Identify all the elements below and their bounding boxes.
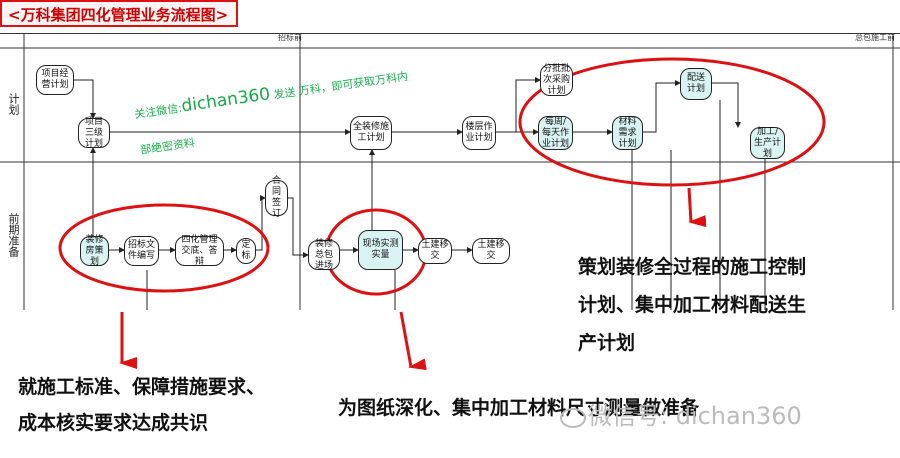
node-four-mod-briefing: 四化管理交底、答辩	[175, 235, 224, 267]
page-title: <万科集团四化管理业务流程图>	[0, 0, 239, 27]
top-border	[0, 33, 900, 34]
lane-label-plan: 计划	[7, 93, 20, 115]
node-civil-handover: 土建移交	[418, 238, 452, 264]
node-contract-signing: 合同签订	[265, 176, 288, 219]
node-civil-transfer: 土建移交	[472, 238, 510, 264]
node-project-business-plan: 项目经营计划	[36, 65, 74, 95]
note-right: 策划装修全过程的施工控制 计划、集中加工材料配送生 产计划	[578, 252, 806, 358]
note-middle: 为图纸深化、集中加工材料尺寸测量做准备	[338, 397, 700, 419]
node-floor-work-plan: 楼层作业计划	[462, 116, 496, 150]
node-bid-document: 招标文件编写	[124, 236, 159, 266]
lane-label-prep: 前期准备	[7, 213, 20, 257]
node-three-level-plan: 项目三级计划	[78, 117, 110, 149]
wechat-watermark: 微信号: dichan360	[588, 402, 802, 430]
node-processing-plan: 加工/生产计划	[750, 127, 785, 159]
node-batch-purchase-plan: 分批批次采购计划	[540, 64, 573, 96]
node-material-demand-plan: 材料需求计划	[612, 116, 643, 150]
node-decor-planning: 装修房策划	[80, 235, 109, 267]
note-right-line: 计划、集中加工材料配送生	[578, 294, 807, 316]
node-award: 定标	[236, 238, 256, 264]
note-left: 就施工标准、保障措施要求、 成本核实要求达成共识	[18, 372, 265, 438]
node-weekly-daily-plan: 每周/每天作业计划	[538, 116, 573, 150]
node-decor-contractor-entry: 装修总包进场	[308, 239, 340, 271]
note-left-line: 成本核实要求达成共识	[18, 412, 209, 434]
node-full-decor-plan: 全装修施工计划	[350, 116, 392, 150]
node-delivery-plan: 配送计划	[680, 68, 712, 100]
note-right-line: 产计划	[578, 332, 636, 354]
note-left-line: 就施工标准、保障措施要求、	[18, 376, 266, 398]
milestone-label-bid: 招标前	[278, 33, 302, 42]
note-right-line: 策划装修全过程的施工控制	[578, 256, 807, 278]
wechat-icon	[560, 408, 586, 428]
milestone-label-construction: 总包施工前	[855, 33, 895, 42]
node-site-measurement: 现场实测实量	[358, 230, 403, 270]
